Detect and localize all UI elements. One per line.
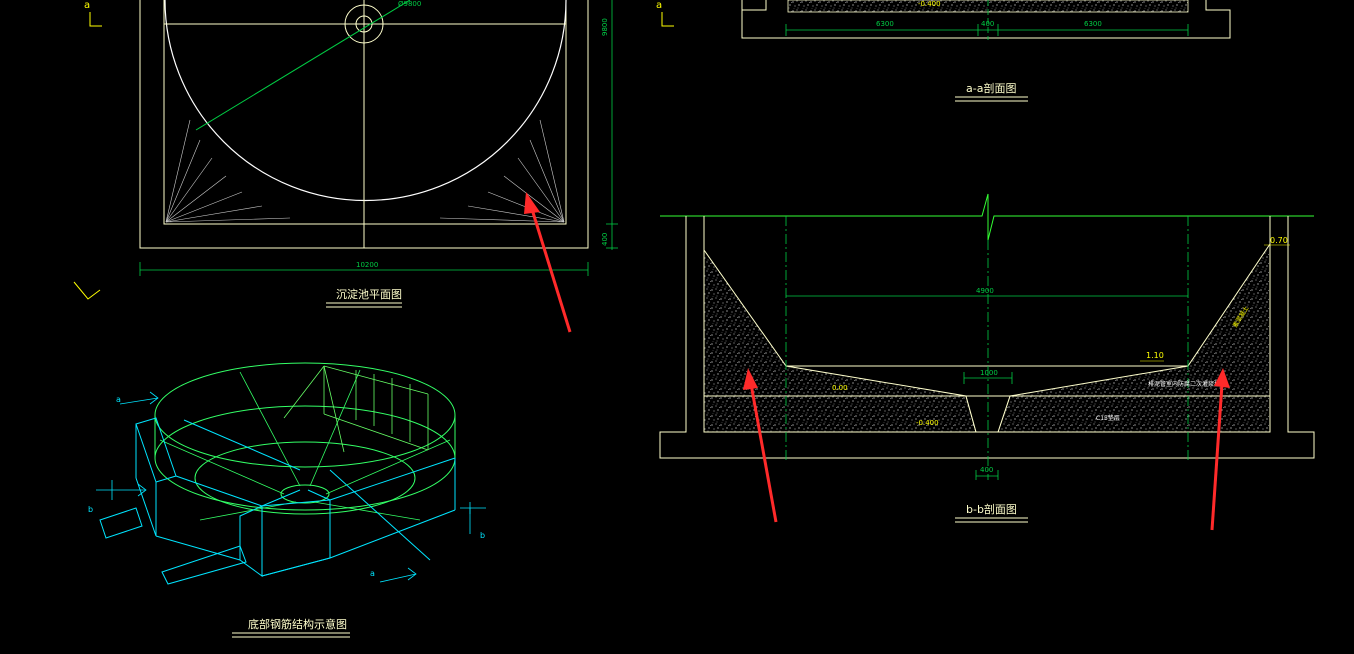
section-aa: 6300 400 6300 -0.400 a-a剖面图 bbox=[741, 0, 1231, 102]
plan-section-letter-right: a bbox=[656, 0, 662, 11]
section-aa-dim-mid: 400 bbox=[981, 20, 994, 28]
section-aa-dim-right: 6300 bbox=[1084, 20, 1102, 28]
plan-section-letter-top: a bbox=[84, 0, 90, 11]
plan-radius-line bbox=[195, 0, 411, 131]
section-bb-elev-mid-right: 1.10 bbox=[1146, 351, 1164, 360]
section-bb-centerlines bbox=[785, 216, 1189, 480]
iso-cone-spokes bbox=[159, 369, 451, 521]
section-bb-dim-top-label: 4900 bbox=[976, 287, 994, 295]
section-bb-title: b-b剖面图 bbox=[966, 502, 1017, 516]
plan-view: Ø9800 9800 400 bbox=[73, 0, 674, 308]
plan-circle-tank bbox=[164, 0, 567, 202]
section-aa-outline bbox=[741, 0, 1231, 39]
plan-dim-right-bottom: 400 bbox=[601, 233, 609, 246]
section-bb-dim-center bbox=[963, 372, 1013, 384]
plan-outlet-inner bbox=[355, 15, 373, 33]
plan-diameter-label: Ø9800 bbox=[398, 0, 421, 8]
section-bb-dim-bottom bbox=[975, 470, 999, 480]
plan-section-mark-top bbox=[89, 12, 102, 27]
plan-bottom-dimension bbox=[139, 262, 589, 276]
plan-corner-fan-right bbox=[439, 119, 565, 223]
section-bb-elev-left: 0.00 bbox=[832, 384, 848, 392]
plan-corner-fan-left bbox=[165, 119, 291, 223]
iso-sump-ellipse bbox=[280, 484, 330, 504]
section-bb-ground-line bbox=[660, 193, 1314, 241]
section-bb-elev-bottom: -0.400 bbox=[916, 419, 939, 427]
red-arrow-plan bbox=[524, 192, 572, 333]
iso-section-arrows bbox=[96, 391, 486, 583]
isometric-view: a b b a 底部钢筋结构示意图 bbox=[88, 362, 486, 638]
red-arrow-bb-right bbox=[1210, 368, 1230, 531]
section-bb-elev-top-right: 0.70 bbox=[1270, 236, 1288, 245]
red-arrow-bb-left bbox=[743, 368, 778, 523]
section-aa-dimension bbox=[785, 0, 1189, 40]
plan-outlet-outer bbox=[344, 4, 384, 44]
section-aa-title: a-a剖面图 bbox=[966, 81, 1016, 95]
section-bb-note-base: C15垫层 bbox=[1096, 414, 1120, 422]
plan-inner-wall bbox=[163, 0, 567, 225]
iso-cyan-frame bbox=[99, 417, 456, 585]
plan-section-mark-bottom bbox=[73, 281, 101, 300]
section-bb-right-slope-fill bbox=[997, 242, 1271, 433]
iso-inner-ellipse bbox=[194, 441, 416, 515]
plan-dim-right-top: 9800 bbox=[601, 18, 609, 36]
isometric-title: 底部钢筋结构示意图 bbox=[248, 617, 347, 631]
plan-right-dimension bbox=[606, 0, 618, 250]
section-bb-dim-bottom-label: 400 bbox=[980, 466, 993, 474]
annotation-arrows bbox=[524, 192, 1230, 531]
plan-dim-bottom: 10200 bbox=[356, 261, 378, 269]
iso-mark-a-top: a bbox=[116, 395, 121, 404]
section-bb-dim-center-label: 1000 bbox=[980, 369, 998, 377]
iso-mark-a-bottom: a bbox=[370, 569, 375, 578]
plan-view-title: 沉淀池平面图 bbox=[336, 287, 402, 301]
section-aa-dim-left: 6300 bbox=[876, 20, 894, 28]
iso-mark-b-left: b bbox=[88, 505, 93, 514]
iso-mark-b-right: b bbox=[480, 531, 485, 540]
plan-section-mark-right bbox=[661, 12, 674, 27]
section-bb-left-slope-fill bbox=[703, 248, 977, 433]
section-bb-note-right: 排泥管室内防腐二次灌浆找坡 bbox=[1148, 380, 1226, 388]
section-bb: 4900 1000 400 0.70 1.10 0.00 -0.400 C15垫… bbox=[659, 193, 1315, 523]
section-aa-elev: -0.400 bbox=[918, 0, 941, 8]
section-bb-outer-shell bbox=[659, 216, 1315, 459]
iso-rim-verticals bbox=[283, 365, 429, 453]
